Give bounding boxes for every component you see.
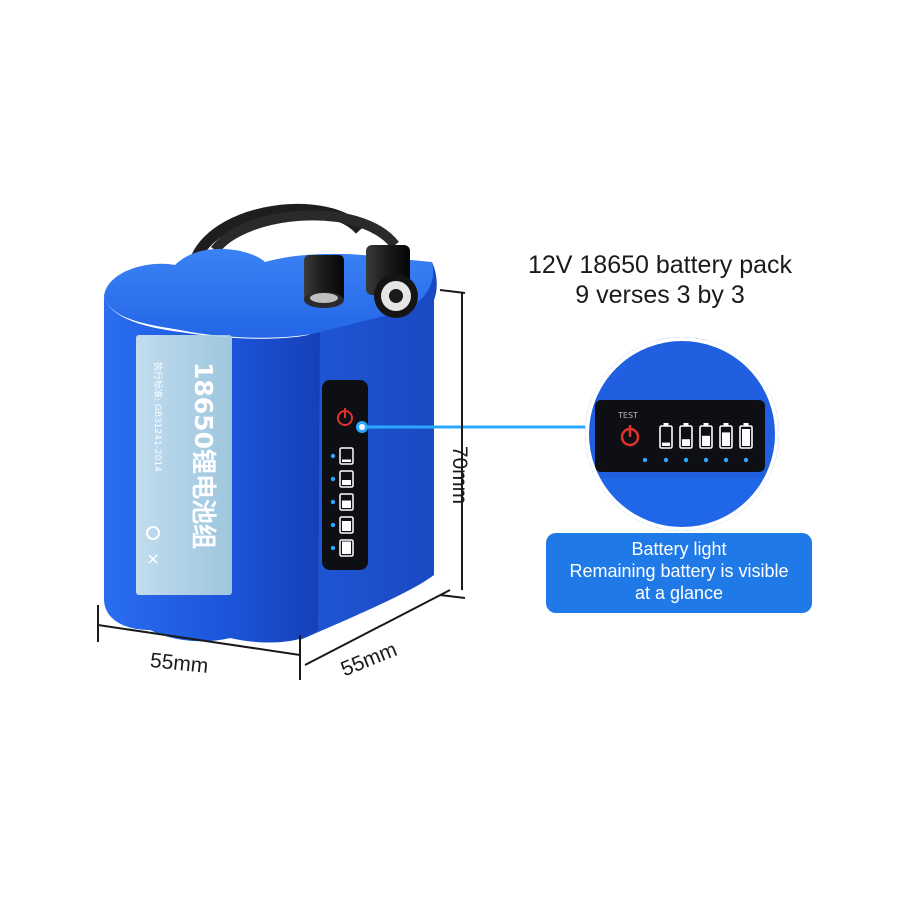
indicator-led bbox=[330, 453, 336, 459]
battery-level-icon bbox=[339, 516, 354, 534]
dimension-lines bbox=[97, 289, 466, 680]
zoom-magnifier: TEST bbox=[585, 337, 779, 531]
dimension-height: 70mm bbox=[448, 445, 472, 505]
indicator-led bbox=[743, 457, 749, 463]
callout-box: Battery light Remaining battery is visib… bbox=[546, 533, 812, 613]
battery-label-sub: 执行标准: GB31241-2014 bbox=[152, 362, 164, 472]
callout-line-3: at a glance bbox=[634, 583, 724, 603]
battery-level-icon bbox=[339, 447, 354, 465]
battery-level-icon bbox=[679, 423, 693, 449]
test-label: TEST bbox=[617, 411, 638, 420]
battery-label-panel bbox=[136, 335, 232, 595]
recycle-icon bbox=[146, 526, 160, 564]
battery-level-icon bbox=[339, 539, 354, 557]
product-title: 12V 18650 battery pack 9 verses 3 by 3 bbox=[480, 250, 840, 310]
battery-level-icon bbox=[659, 423, 673, 449]
battery-level-icons bbox=[330, 447, 354, 557]
battery-level-icon bbox=[339, 470, 354, 488]
title-line-2: 9 verses 3 by 3 bbox=[575, 281, 745, 309]
callout-line-1: Battery light bbox=[631, 539, 727, 559]
indicator-led bbox=[330, 499, 336, 505]
battery-label-main: 18650锂电池组 bbox=[189, 362, 218, 549]
battery-level-icon bbox=[339, 493, 354, 511]
battery-level-icon bbox=[739, 423, 753, 449]
indicator-led bbox=[703, 457, 709, 463]
battery-level-icons bbox=[642, 423, 753, 463]
cable-plug-icon bbox=[304, 245, 418, 318]
indicator-led bbox=[683, 457, 689, 463]
title-line-1: 12V 18650 battery pack bbox=[527, 251, 793, 279]
cable bbox=[190, 203, 399, 261]
indicator-led bbox=[330, 522, 336, 528]
indicator-led bbox=[723, 457, 729, 463]
battery-level-icon bbox=[719, 423, 733, 449]
indicator-led bbox=[330, 476, 336, 482]
indicator-led bbox=[663, 457, 669, 463]
power-icon bbox=[337, 408, 353, 426]
callout-line-2: Remaining battery is visible bbox=[569, 561, 789, 581]
battery-level-icon bbox=[699, 423, 713, 449]
indicator-led bbox=[330, 545, 336, 551]
indicator-led bbox=[642, 457, 648, 463]
power-icon bbox=[620, 425, 640, 447]
battery-top-face bbox=[104, 248, 434, 338]
